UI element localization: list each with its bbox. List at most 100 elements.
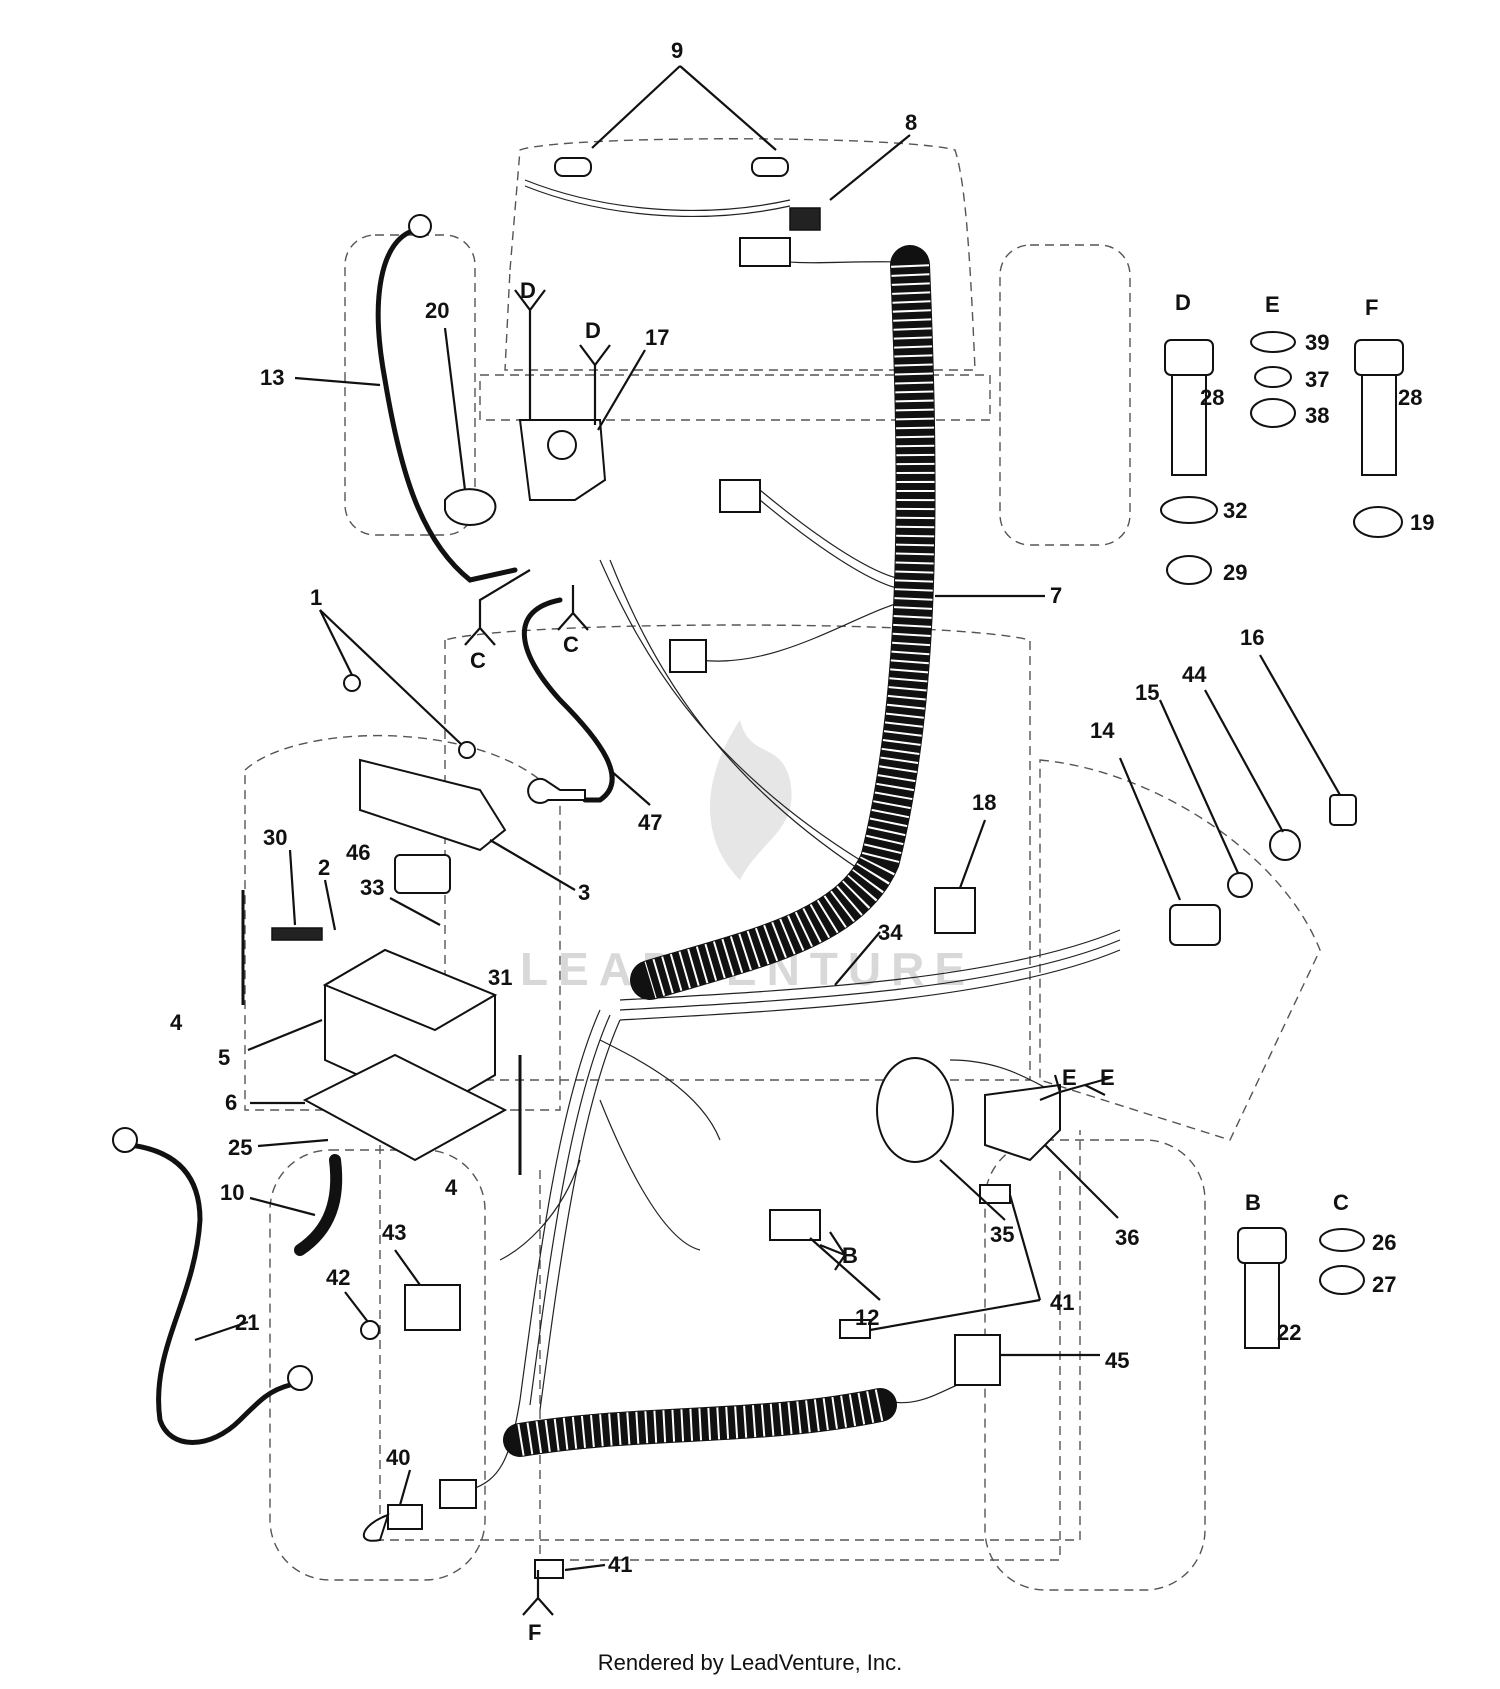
battery-top — [322, 948, 498, 1032]
nut-15 — [1227, 872, 1253, 898]
vent-tube-10 — [294, 1154, 343, 1256]
callout-6: 6 — [225, 1090, 237, 1115]
letter-d-1: D — [520, 278, 536, 303]
connector-mid — [669, 639, 707, 673]
callout-12: 12 — [855, 1305, 879, 1330]
hold-down-3 — [359, 758, 507, 852]
callout-32: 32 — [1223, 498, 1247, 523]
terminal-boot-20 — [444, 488, 497, 526]
cables — [112, 214, 615, 1445]
conduit-7 — [503, 245, 936, 1457]
bolt-28-d-head — [1164, 339, 1214, 376]
nut-38 — [1250, 398, 1296, 428]
callout-29: 29 — [1223, 560, 1247, 585]
tractor-outline — [244, 138, 1321, 1591]
callout-20: 20 — [425, 298, 449, 323]
callout-45: 45 — [1105, 1348, 1129, 1373]
callout-labels: 9 8 13 20 17 7 1 47 3 30 2 46 33 31 4 5 … — [170, 38, 1264, 1577]
callout-3: 3 — [578, 880, 590, 905]
callout-35: 35 — [990, 1222, 1014, 1247]
wing-nut-1b — [458, 741, 476, 759]
key-16 — [1329, 794, 1357, 826]
letter-e-2: E — [1100, 1065, 1115, 1090]
footer-credit: Rendered by LeadVenture, Inc. — [597, 1650, 903, 1675]
letter-c-1: C — [470, 648, 486, 673]
cable-21 — [127, 1142, 293, 1445]
callout-21: 21 — [235, 1310, 259, 1335]
bolt-28-d-shank — [1171, 374, 1207, 476]
cable-47-terminal — [527, 777, 586, 804]
wing-nut-1a — [343, 674, 361, 692]
callout-2: 2 — [318, 855, 330, 880]
callout-41-a: 41 — [1050, 1290, 1074, 1315]
bolt-30 — [271, 927, 323, 941]
battery-tray-6 — [302, 1053, 508, 1162]
callout-43: 43 — [382, 1220, 406, 1245]
callout-47: 47 — [638, 810, 662, 835]
nut-42 — [360, 1320, 380, 1340]
callout-17: 17 — [645, 325, 669, 350]
callout-4-left: 4 — [170, 1010, 183, 1035]
terminal-cover-46 — [394, 854, 451, 894]
lock-washer-32 — [1160, 496, 1218, 524]
cable-21-terminal-b — [287, 1365, 313, 1391]
callout-44: 44 — [1182, 662, 1207, 687]
callout-4-right: 4 — [445, 1175, 458, 1200]
callout-28-f: 28 — [1398, 385, 1422, 410]
nut-19 — [1353, 506, 1403, 538]
connector-upper-mid — [719, 479, 761, 513]
callout-41-b: 41 — [608, 1552, 632, 1577]
callout-14: 14 — [1090, 718, 1115, 743]
solenoid-post — [547, 430, 577, 460]
switch-45 — [954, 1334, 1001, 1386]
washer-39 — [1250, 331, 1296, 353]
lamp-right — [751, 157, 789, 177]
callout-40: 40 — [386, 1445, 410, 1470]
callout-46: 46 — [346, 840, 370, 865]
washer-26 — [1319, 1228, 1365, 1252]
callout-13: 13 — [260, 365, 284, 390]
callout-7: 7 — [1050, 583, 1062, 608]
wire-harness — [469, 179, 1121, 1491]
callout-28-d: 28 — [1200, 385, 1224, 410]
lamp-left — [554, 157, 592, 177]
callout-30: 30 — [263, 825, 287, 850]
gauge-35 — [876, 1057, 954, 1163]
cable-13 — [375, 227, 518, 583]
callout-5: 5 — [218, 1045, 230, 1070]
bolt-28-f-shank — [1361, 374, 1397, 476]
callout-38: 38 — [1305, 403, 1329, 428]
callout-10: 10 — [220, 1180, 244, 1205]
callout-39: 39 — [1305, 330, 1329, 355]
callout-42: 42 — [326, 1265, 350, 1290]
solenoid-17 — [518, 419, 607, 501]
switch-12 — [769, 1209, 821, 1241]
cable-21-terminal-a — [112, 1127, 138, 1153]
connector-8 — [789, 207, 821, 231]
callout-25: 25 — [228, 1135, 252, 1160]
callout-9: 9 — [671, 38, 683, 63]
bezel-44 — [1269, 829, 1301, 861]
nut-27 — [1319, 1265, 1365, 1295]
header-c: C — [1333, 1190, 1349, 1215]
callout-36: 36 — [1115, 1225, 1139, 1250]
washer-37 — [1254, 366, 1292, 388]
letter-c-2: C — [563, 632, 579, 657]
callout-31: 31 — [488, 965, 512, 990]
ignition-switch-14 — [1169, 904, 1221, 946]
bolt-22-head — [1237, 1227, 1287, 1264]
leader-lines — [194, 65, 1341, 1616]
switch-18 — [934, 887, 976, 934]
cable-13-terminal — [408, 214, 432, 238]
callout-16: 16 — [1240, 625, 1264, 650]
clip-41-b — [979, 1184, 1011, 1204]
hardware-labels: 28 32 29 39 37 38 28 19 22 26 27 — [1200, 330, 1434, 1345]
connector-40-loop — [362, 1513, 390, 1542]
connector-40 — [387, 1504, 423, 1530]
connection-letters: D E F B C D D C C E E B F — [470, 278, 1378, 1645]
letter-b: B — [842, 1243, 858, 1268]
watermark-flame-icon — [710, 720, 792, 880]
callout-15: 15 — [1135, 680, 1159, 705]
connector-upper — [739, 237, 791, 267]
